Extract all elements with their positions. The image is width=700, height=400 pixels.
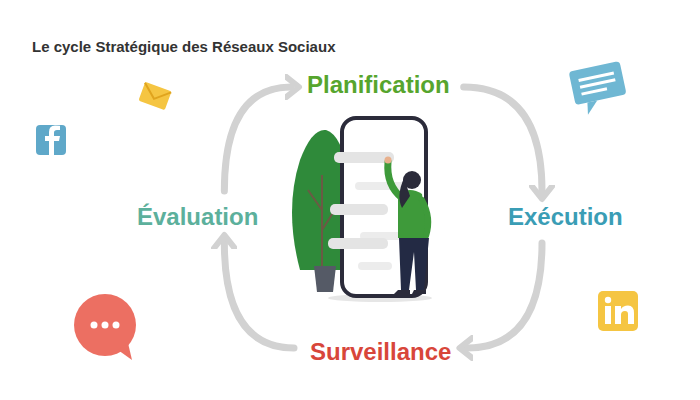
envelope-icon: [138, 82, 171, 110]
phone: [328, 118, 432, 302]
linkedin-icon: [598, 291, 638, 331]
stage-label: Surveillance: [310, 338, 451, 366]
cycle-arrow: [224, 243, 294, 348]
stage-node: Exécution: [504, 201, 627, 233]
chat-bubble-icon: [74, 294, 136, 360]
stage-label: Planification: [307, 71, 450, 99]
stage-label: Évaluation: [137, 203, 258, 231]
cycle-arrow: [224, 87, 291, 191]
stage-node: Évaluation: [133, 201, 262, 233]
stage-node: Surveillance: [306, 336, 455, 368]
stage-label: Exécution: [508, 203, 623, 231]
stage-node: Planification: [303, 69, 454, 101]
facebook-icon: [36, 125, 66, 155]
message-icon: [569, 61, 629, 117]
diagram-title: Le cycle Stratégique des Réseaux Sociaux: [32, 38, 335, 55]
woman-figure: [385, 157, 430, 295]
cycle-arrow: [464, 87, 542, 191]
cycle-arrow: [467, 243, 542, 348]
